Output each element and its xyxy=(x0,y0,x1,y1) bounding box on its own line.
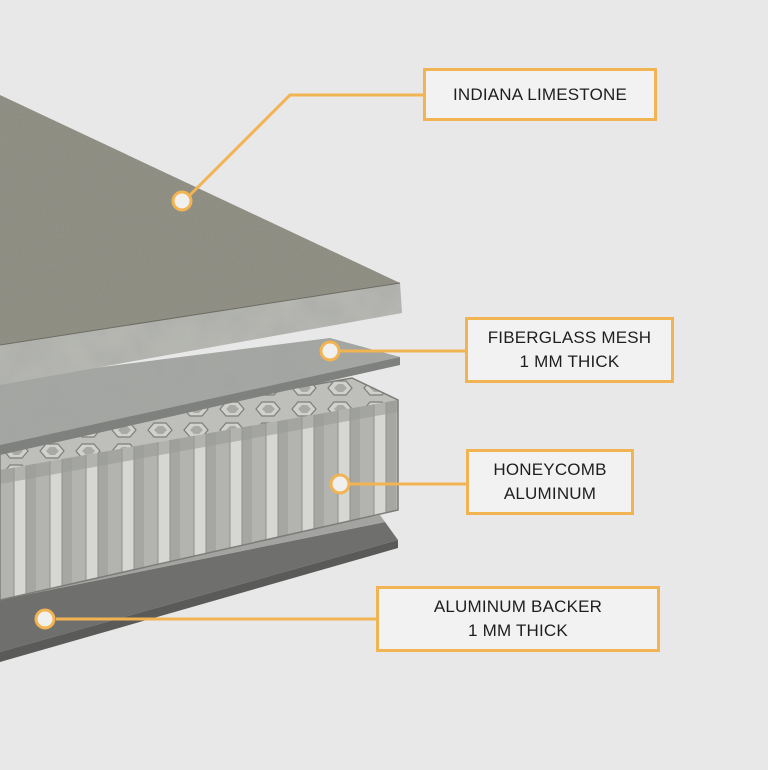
indiana-limestone-layer xyxy=(0,95,402,385)
leader-markers xyxy=(34,190,351,630)
fiberglass-label-line2: 1 MM THICK xyxy=(519,352,620,371)
honeycomb-label: HONEYCOMB ALUMINUM xyxy=(466,449,634,515)
honeycomb-marker xyxy=(329,473,351,495)
fiberglass-label: FIBERGLASS MESH 1 MM THICK xyxy=(465,317,674,383)
honeycomb-aluminum-layer xyxy=(0,377,399,601)
fiberglass-marker xyxy=(319,340,341,362)
backer-marker xyxy=(34,608,56,630)
backer-label-line1: ALUMINUM BACKER xyxy=(433,597,603,616)
fiberglass-label-line1: FIBERGLASS MESH xyxy=(487,328,652,347)
backer-label-line2: 1 MM THICK xyxy=(468,621,568,640)
limestone-label-text: INDIANA LIMESTONE xyxy=(452,84,628,104)
honeycomb-label-line2: ALUMINUM xyxy=(503,484,597,503)
limestone-label: INDIANA LIMESTONE xyxy=(423,68,657,121)
limestone-marker xyxy=(171,190,193,212)
honeycomb-label-line1: HONEYCOMB xyxy=(493,460,607,479)
backer-label: ALUMINUM BACKER 1 MM THICK xyxy=(376,586,660,652)
limestone-leader xyxy=(188,93,425,197)
fiberglass-mesh-layer xyxy=(0,338,400,455)
leader-lines xyxy=(56,93,468,621)
